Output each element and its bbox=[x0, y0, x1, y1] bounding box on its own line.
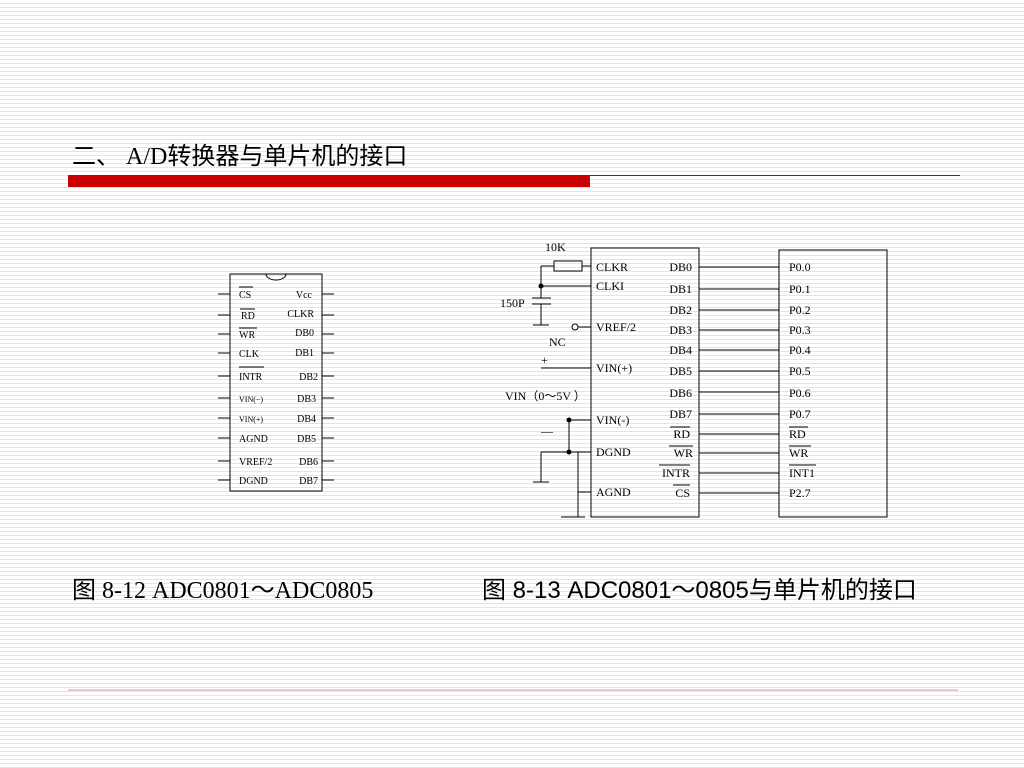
title-thin-rule bbox=[590, 175, 960, 176]
mcu-pin-label: RD bbox=[789, 427, 806, 441]
adc-pin-label: RD bbox=[673, 427, 690, 441]
mcu-pin-label: P2.7 bbox=[789, 486, 811, 500]
chip-pinout-labels: CS RD WR CLK INTR VIN(−) VIN(+) AGND VRE… bbox=[239, 290, 318, 487]
junction-dot bbox=[538, 283, 544, 289]
mcu-pin-label: INT1 bbox=[789, 466, 815, 480]
capacitor-label: 150P bbox=[500, 296, 525, 310]
pin-label: VIN(−) bbox=[239, 395, 263, 404]
pin-label: AGND bbox=[239, 434, 268, 445]
mcu-pin-label: P0.0 bbox=[789, 260, 811, 274]
pin-label: DB3 bbox=[297, 394, 316, 405]
junction-dot bbox=[566, 417, 572, 423]
pin-label: VREF/2 bbox=[239, 457, 272, 468]
pin-label: DB0 bbox=[295, 328, 314, 339]
interface-diagram-lines bbox=[532, 247, 888, 518]
chip-pinout-diagram bbox=[218, 273, 334, 492]
interface-diagram-labels: 10K 150P NC + — VIN（0～5V ） CLKR CLKI VRE… bbox=[500, 240, 815, 500]
adc-pin-label: CLKI bbox=[596, 279, 624, 293]
adc-pin-label: DB5 bbox=[669, 364, 692, 378]
adc-pin-label: DB1 bbox=[669, 282, 692, 296]
pin-label: CLK bbox=[239, 349, 260, 360]
pin-label: DB4 bbox=[297, 414, 316, 425]
vin-range-label: VIN（0～5V ） bbox=[505, 389, 586, 403]
adc-pin-label: CLKR bbox=[596, 260, 628, 274]
pin-label: CS bbox=[239, 290, 251, 301]
pin-label: DGND bbox=[239, 476, 268, 487]
mcu-pin-label: P0.7 bbox=[789, 407, 811, 421]
title-red-bar bbox=[68, 175, 590, 187]
resistor-symbol bbox=[553, 260, 583, 272]
adc-pin-label: DB0 bbox=[669, 260, 692, 274]
resistor-label: 10K bbox=[545, 240, 566, 254]
pin-label: RD bbox=[241, 311, 255, 322]
adc-pin-label: DGND bbox=[596, 445, 631, 459]
mcu-pin-label: P0.6 bbox=[789, 386, 811, 400]
pin-label: VIN(+) bbox=[239, 415, 263, 424]
pin-label: DB1 bbox=[295, 348, 314, 359]
adc-pin-label: CS bbox=[675, 486, 690, 500]
adc-pin-label: DB7 bbox=[669, 407, 692, 421]
pin-label: DB2 bbox=[299, 372, 318, 383]
pin-label: DB5 bbox=[297, 434, 316, 445]
nc-label: NC bbox=[549, 335, 566, 349]
slide-title: 二、 A/D转换器与单片机的接口 bbox=[72, 144, 408, 170]
adc-pin-label: VIN(+) bbox=[596, 361, 632, 375]
nc-terminal bbox=[571, 323, 579, 331]
mcu-pin-label: P0.4 bbox=[789, 343, 811, 357]
mcu-pin-label: WR bbox=[789, 446, 808, 460]
mcu-pin-label: P0.5 bbox=[789, 364, 811, 378]
mcu-pin-label: P0.2 bbox=[789, 303, 811, 317]
pin-label: CLKR bbox=[287, 309, 314, 320]
adc-chip-body bbox=[590, 247, 700, 518]
pin-label: DB7 bbox=[299, 476, 318, 487]
plus-label: + bbox=[541, 353, 548, 367]
adc-pin-label: DB6 bbox=[669, 386, 692, 400]
pin-label: DB6 bbox=[299, 457, 318, 468]
adc-pin-label: DB3 bbox=[669, 323, 692, 337]
adc-pin-label: VIN(-) bbox=[596, 413, 629, 427]
pin-label: WR bbox=[239, 330, 255, 341]
adc-pin-label: WR bbox=[674, 446, 693, 460]
mcu-body bbox=[778, 249, 888, 518]
chip-notch bbox=[265, 273, 287, 281]
adc-pin-label: VREF/2 bbox=[596, 320, 636, 334]
figure-caption-left: 图 8-12 ADC0801～ADC0805 bbox=[72, 578, 374, 604]
pin-label: Vcc bbox=[296, 290, 313, 301]
adc-pin-label: AGND bbox=[596, 485, 631, 499]
minus-label: — bbox=[540, 424, 554, 438]
mcu-pin-label: P0.3 bbox=[789, 323, 811, 337]
chip-body bbox=[229, 273, 323, 492]
adc-pin-label: DB4 bbox=[669, 343, 692, 357]
pin-label: INTR bbox=[239, 372, 263, 383]
footer-rule bbox=[68, 689, 958, 691]
adc-pin-label: INTR bbox=[662, 466, 690, 480]
junction-dot bbox=[566, 449, 572, 455]
interface-diagram-dots bbox=[538, 283, 579, 455]
figure-caption-right: 图 8-13 ADC0801～0805与单片机的接口 bbox=[482, 577, 917, 604]
adc-pin-label: DB2 bbox=[669, 303, 692, 317]
mcu-pin-label: P0.1 bbox=[789, 282, 811, 296]
